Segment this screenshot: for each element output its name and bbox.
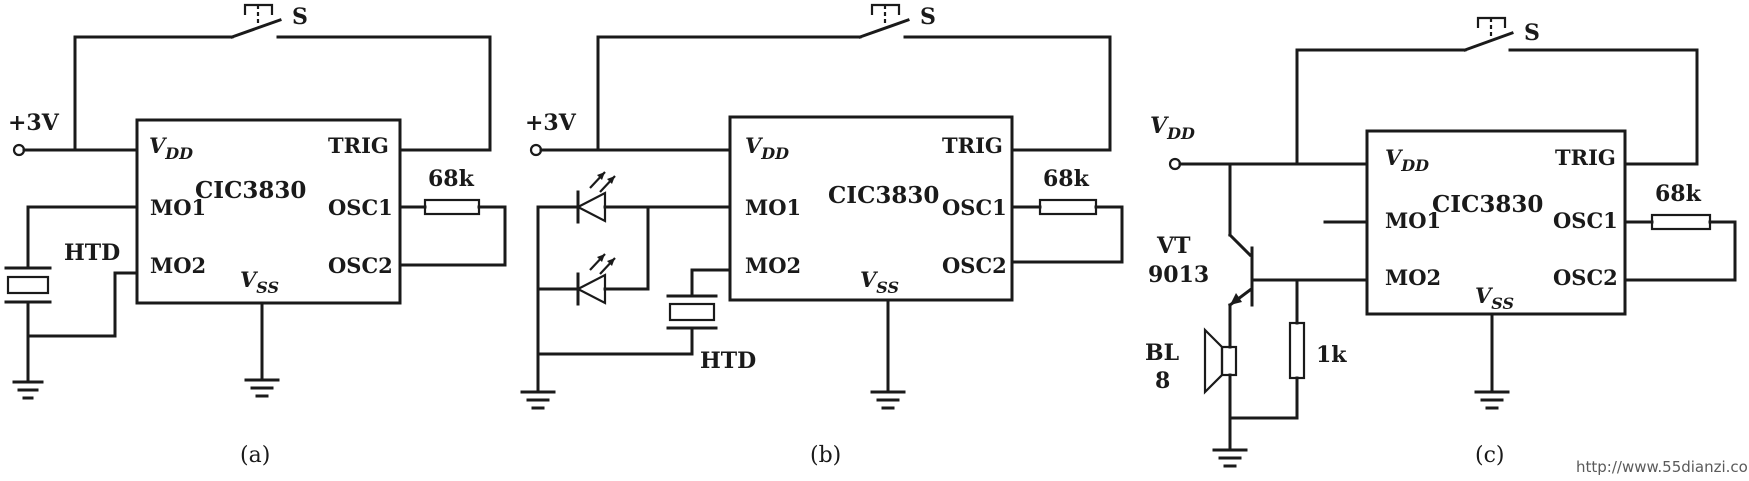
supply-label-c: VDD [1150, 113, 1195, 143]
resistor-68k-c: 68k [1623, 181, 1737, 282]
chip-mo2-b: MO2 [745, 253, 801, 278]
ground-icon-c1 [1212, 448, 1248, 468]
ground-icon-a2 [244, 301, 280, 398]
switch-s-c: S [1295, 16, 1699, 166]
resistor-1k: 1k [1228, 278, 1347, 420]
chip-vss-c: VSS [1475, 283, 1514, 313]
supply-b: +3V [525, 110, 732, 157]
ground-icon-c2 [1474, 312, 1510, 410]
resistor-68k-b: 68k [1010, 166, 1124, 264]
supply-c: VDD [1150, 113, 1369, 171]
chip-trig-b: TRIG [942, 133, 1003, 158]
chip-vdd-a: VDD [149, 133, 193, 163]
chip-name-c: CIC3830 [1432, 191, 1543, 218]
chip-osc2-a: OSC2 [328, 253, 393, 278]
switch-s-a: S [73, 3, 492, 152]
chip-mo1-b: MO1 [745, 195, 801, 220]
speaker-value: 8 [1155, 368, 1170, 394]
speaker-name: BL [1145, 340, 1179, 366]
chip-b: VDD MO1 MO2 TRIG OSC1 OSC2 CIC3830 VSS [728, 115, 1014, 302]
ground-icon-a1 [12, 380, 44, 400]
resistor-68k-a: 68k [398, 166, 507, 267]
chip-osc1-c: OSC1 [1553, 208, 1618, 233]
switch-label-c: S [1524, 20, 1540, 46]
led-icon-1 [536, 171, 732, 224]
transistor-vt: VT 9013 [1148, 162, 1369, 349]
chip-mo1-c: MO1 [1385, 208, 1441, 233]
caption-b: (b) [810, 443, 841, 468]
chip-vdd-b: VDD [745, 133, 789, 163]
chip-trig-c: TRIG [1555, 145, 1616, 170]
resistor-label-b: 68k [1043, 166, 1090, 192]
ground-icon-b2 [870, 298, 906, 410]
circuit-b: S +3V VDD MO1 MO2 TRIG OSC1 OSC2 CIC3830… [520, 3, 1124, 468]
resistor-label-a: 68k [428, 166, 475, 192]
transducer-label-b: HTD [700, 348, 756, 374]
chip-mo1-a: MO1 [150, 195, 206, 220]
transducer-htd-b: HTD [536, 268, 756, 374]
led-icon-2 [536, 205, 650, 306]
supply-label-b: +3V [525, 110, 577, 136]
caption-a: (a) [240, 443, 270, 468]
chip-vss-b: VSS [860, 267, 899, 297]
transistor-part: 9013 [1148, 262, 1209, 288]
switch-label-b: S [920, 4, 936, 30]
chip-name-a: CIC3830 [195, 177, 306, 204]
switch-label-a: S [292, 4, 308, 30]
switch-s-b: S [596, 3, 1112, 152]
chip-c: VDD MO1 MO2 TRIG OSC1 OSC2 CIC3830 VSS [1323, 129, 1627, 316]
resistor-1k-label: 1k [1316, 342, 1347, 368]
chip-osc1-b: OSC1 [942, 195, 1007, 220]
chip-vdd-c: VDD [1385, 145, 1429, 175]
chip-trig-a: TRIG [328, 133, 389, 158]
transistor-name: VT [1156, 233, 1191, 259]
chip-vss-a: VSS [240, 267, 279, 297]
chip-osc2-b: OSC2 [942, 253, 1007, 278]
chip-osc2-c: OSC2 [1553, 265, 1618, 290]
resistor-label-c: 68k [1655, 181, 1702, 207]
caption-c: (c) [1475, 443, 1505, 468]
ground-icon-b1 [520, 390, 556, 410]
chip-mo2-c: MO2 [1385, 265, 1441, 290]
watermark: http://www.55dianzi.com [1576, 458, 1749, 476]
supply-a: +3V [8, 110, 139, 157]
speaker-icon: BL 8 [1145, 327, 1238, 452]
circuit-a: S +3V VDD MO1 MO2 TRIG OSC1 OSC2 CIC3830… [4, 3, 507, 468]
circuit-c: S VDD VDD MO1 MO2 TRIG OSC1 OSC2 CIC3830… [1145, 16, 1737, 468]
transducer-htd-a: HTD [4, 205, 139, 384]
transducer-label-a: HTD [64, 240, 120, 266]
chip-mo2-a: MO2 [150, 253, 206, 278]
chip-osc1-a: OSC1 [328, 195, 393, 220]
chip-name-b: CIC3830 [828, 182, 939, 209]
supply-label-a: +3V [8, 110, 60, 136]
chip-a: VDD MO1 MO2 TRIG OSC1 OSC2 CIC3830 VSS [135, 118, 402, 305]
